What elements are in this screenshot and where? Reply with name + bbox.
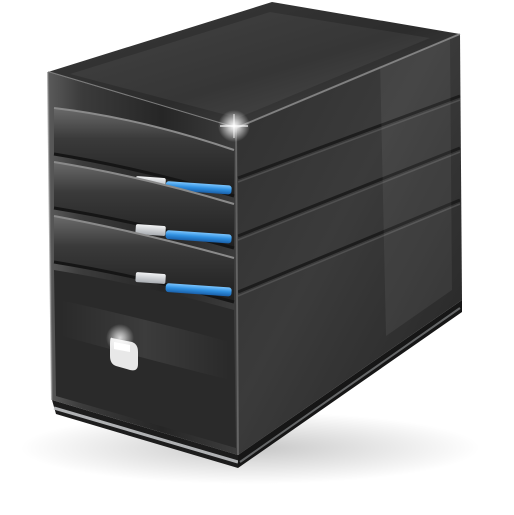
bay-2-latch [135,224,166,236]
drive-bay-3 [53,215,235,304]
drive-bay-2 [53,161,235,250]
case-top-panel [48,2,460,128]
side-grooves [237,94,461,294]
bay-2-led-indicator [165,230,232,244]
bay-3-latch [135,272,166,284]
bay-3-led-indicator [165,283,232,297]
